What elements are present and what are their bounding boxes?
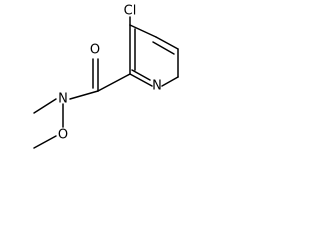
- carbonyl-oxygen-label: O: [90, 43, 100, 58]
- amide-nitrogen-label: N: [58, 92, 68, 107]
- molecule-structure: Cl O N N O: [33, 4, 179, 149]
- bond-o-methyl: [33, 135, 57, 149]
- ring-bond-c4-c5-inner: [152, 41, 175, 55]
- ring-bond-n1-c2-inner: [131, 69, 151, 81]
- chlorine-label: Cl: [124, 4, 137, 19]
- bond-n-methyl: [33, 98, 57, 114]
- bond-carbonyl-n: [69, 90, 99, 100]
- ether-oxygen-label: O: [58, 128, 68, 143]
- ring-bond-c3-c4: [129, 24, 157, 38]
- bond-c2-carbonyl: [97, 73, 131, 92]
- ring-bond-n1-c2: [129, 73, 153, 87]
- ring-bond-c4-c5: [155, 36, 179, 50]
- ring-nitrogen-label: N: [152, 79, 162, 94]
- ring-bond-c6-n1: [161, 76, 179, 87]
